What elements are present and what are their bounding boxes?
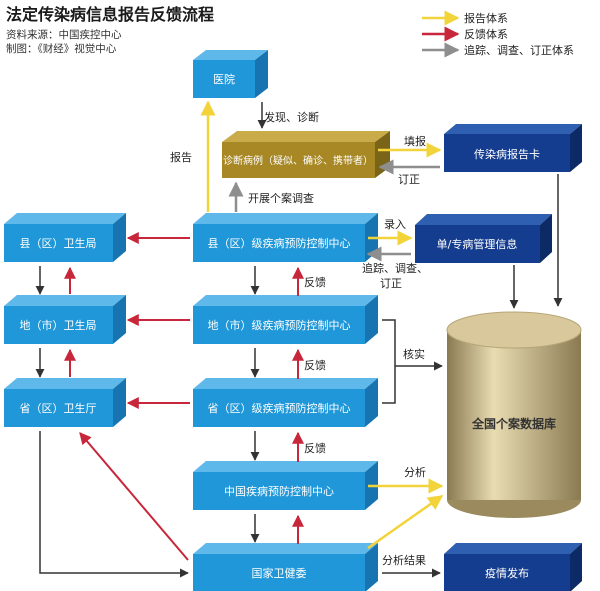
label-report: 报告 bbox=[170, 150, 192, 164]
province-cdc-box: 省（区）级疾病预防控制中心 bbox=[193, 378, 378, 427]
label-track-1: 追踪、调查、 bbox=[362, 261, 428, 275]
label-verify: 核实 bbox=[403, 347, 425, 361]
county-health-label: 县（区）卫生局 bbox=[20, 236, 97, 250]
arrow-nhc-to-db bbox=[367, 494, 444, 550]
province-cdc-label: 省（区）级疾病预防控制中心 bbox=[208, 401, 351, 415]
legend-feedback-label: 反馈体系 bbox=[464, 27, 508, 41]
label-feedback-3: 反馈 bbox=[304, 442, 326, 455]
legend-tracking-label: 追踪、调查、订正体系 bbox=[464, 43, 574, 57]
city-health-box: 地（市）卫生局 bbox=[4, 295, 126, 344]
database-cylinder: 全国个案数据库 bbox=[446, 311, 582, 518]
label-feedback-1: 反馈 bbox=[304, 276, 326, 289]
arrow-province-health-to-nhc bbox=[39, 431, 189, 578]
hospital-box: 医院 bbox=[193, 50, 268, 98]
city-health-label: 地（市）卫生局 bbox=[20, 318, 97, 332]
label-analyze: 分析 bbox=[404, 465, 426, 479]
nhc-label: 国家卫健委 bbox=[252, 566, 307, 580]
page-title: 法定传染病信息报告反馈流程 bbox=[6, 5, 214, 24]
china-cdc-box: 中国疾病预防控制中心 bbox=[193, 461, 378, 510]
database-label: 全国个案数据库 bbox=[471, 416, 556, 431]
hospital-label: 医院 bbox=[213, 72, 235, 86]
epidemic-release-label: 疫情发布 bbox=[485, 566, 529, 580]
county-health-box: 县（区）卫生局 bbox=[4, 213, 126, 262]
legend: 报告体系 反馈体系 追踪、调查、订正体系 bbox=[422, 10, 574, 58]
label-analysis-result: 分析结果 bbox=[382, 553, 426, 567]
nhc-box: 国家卫健委 bbox=[193, 543, 378, 591]
city-cdc-label: 地（市）级疾病预防控制中心 bbox=[208, 318, 351, 332]
label-feedback-2: 反馈 bbox=[304, 359, 326, 372]
legend-report-label: 报告体系 bbox=[464, 11, 508, 25]
single-disease-box: 单/专病管理信息 bbox=[415, 214, 552, 263]
label-track-2: 订正 bbox=[380, 277, 402, 290]
diagnosis-label: 诊断病例（疑似、确诊、携带者） bbox=[223, 154, 373, 167]
label-enter: 录入 bbox=[384, 218, 406, 231]
label-case-investigation: 开展个案调查 bbox=[248, 191, 314, 205]
province-health-box: 省（区）卫生厅 bbox=[4, 378, 126, 427]
credit-note: 制图：《财经》视觉中心 bbox=[6, 42, 117, 55]
label-fill-report: 填报 bbox=[404, 134, 426, 148]
county-cdc-box: 县（区）级疾病预防控制中心 bbox=[193, 213, 378, 262]
county-cdc-label: 县（区）级疾病预防控制中心 bbox=[208, 236, 351, 250]
source-note: 资料来源：中国疾控中心 bbox=[6, 28, 122, 41]
label-discover-diagnose: 发现、诊断 bbox=[264, 110, 319, 124]
diagnosis-box: 诊断病例（疑似、确诊、携带者） bbox=[222, 131, 390, 178]
report-card-label: 传染病报告卡 bbox=[474, 147, 540, 161]
china-cdc-label: 中国疾病预防控制中心 bbox=[224, 484, 334, 498]
epidemic-release-box: 疫情发布 bbox=[444, 543, 582, 591]
verify-bracket bbox=[382, 319, 396, 404]
label-correct: 订正 bbox=[398, 173, 420, 186]
report-card-box: 传染病报告卡 bbox=[444, 124, 582, 172]
city-cdc-box: 地（市）级疾病预防控制中心 bbox=[193, 295, 378, 344]
arrow-nhc-to-province-health bbox=[79, 432, 189, 561]
single-disease-label: 单/专病管理信息 bbox=[437, 237, 518, 251]
province-health-label: 省（区）卫生厅 bbox=[20, 401, 97, 415]
